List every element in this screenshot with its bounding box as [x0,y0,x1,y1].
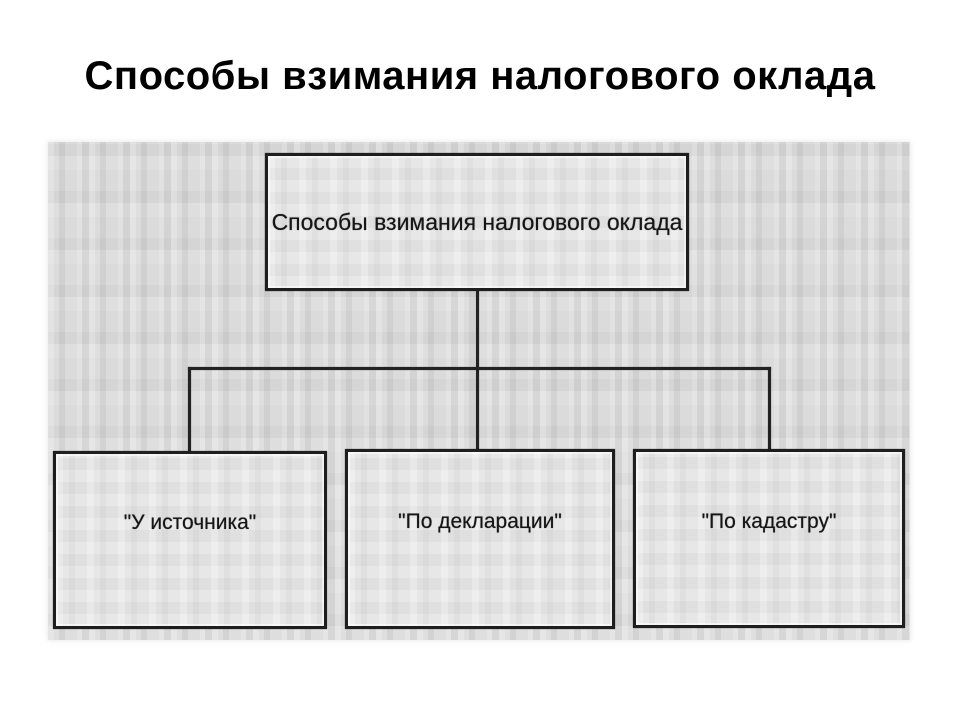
connector-right-vertical [768,367,771,453]
diagram-node-label: "У источника" [123,511,257,534]
diagram-node-label: "По кадастру" [701,509,837,533]
diagram-node-po-deklaracii: "По декларации" [345,449,615,629]
diagram-root-label: Способы взимания налогового оклада [271,208,683,235]
connector-left-vertical [188,367,191,453]
diagram-node-label: "По декларации" [398,510,562,533]
diagram-node-po-kadastru: "По кадастру" [633,449,905,628]
diagram-node-u-istochnika: "У источника" [53,451,327,629]
scanned-diagram-image: Способы взимания налогового оклада "У ис… [48,142,910,640]
diagram-root-node: Способы взимания налогового оклада [265,153,689,291]
connector-root-vertical [476,291,479,451]
slide-title: Способы взимания налогового оклада [84,54,876,98]
connector-horizontal-bar [188,367,771,370]
